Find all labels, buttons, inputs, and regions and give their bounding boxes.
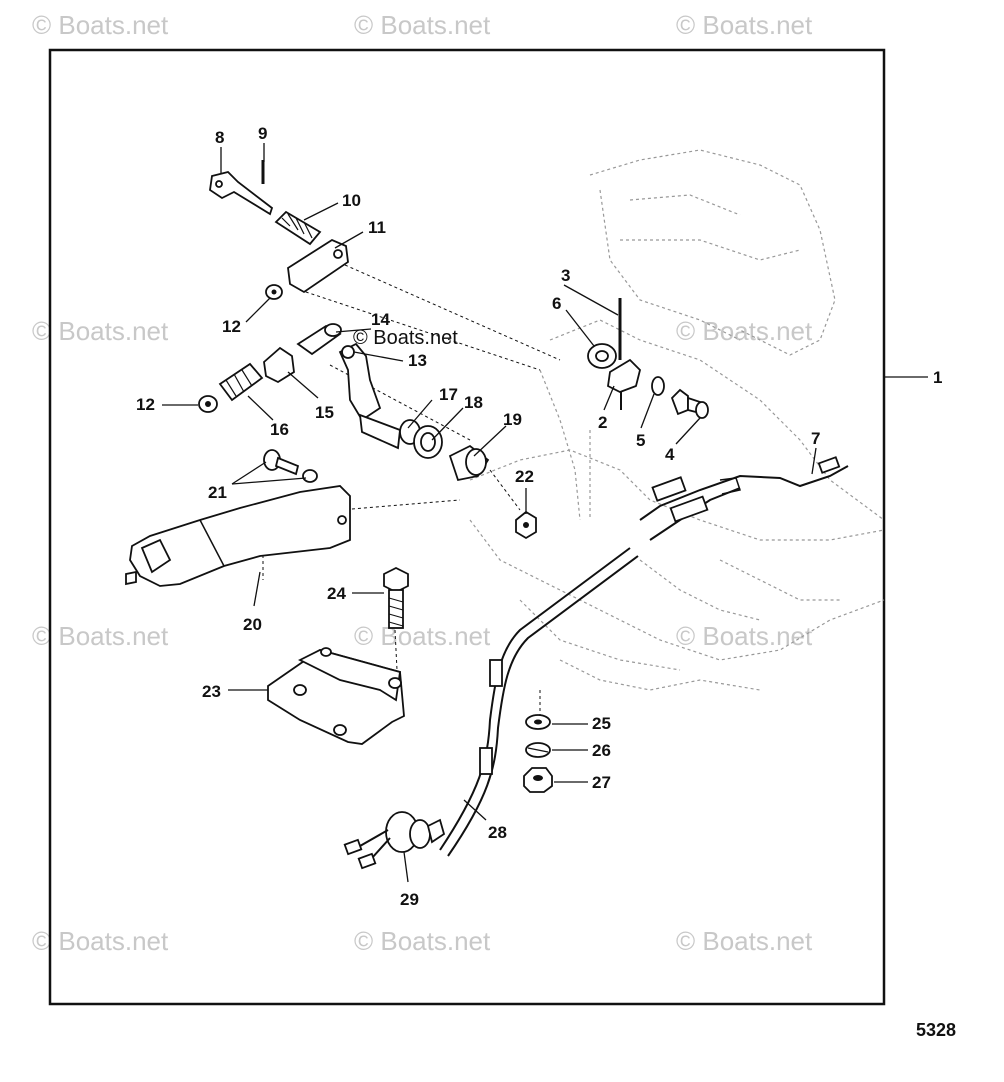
part-10-spring	[274, 210, 322, 246]
callout-20: 20	[243, 615, 262, 634]
callout-26: 26	[592, 741, 611, 760]
part-22-nut	[515, 510, 537, 540]
callout-10: 10	[342, 191, 361, 210]
leader-lines	[162, 143, 928, 883]
callout-15: 15	[315, 403, 334, 422]
callout-19: 19	[503, 410, 522, 429]
part-24-bolt	[383, 566, 409, 629]
part-27-nut	[523, 767, 553, 793]
diagram-frame	[48, 48, 886, 1006]
callout-14: 14	[371, 310, 390, 329]
callout-11: 11	[368, 218, 386, 237]
callout-4: 4	[665, 445, 675, 464]
callout-16: 16	[270, 420, 289, 439]
callout-23: 23	[202, 682, 221, 701]
figure-number: 5328	[916, 1020, 956, 1040]
engine-ghost-outline	[469, 149, 885, 691]
part-14-bushing	[296, 323, 342, 356]
watermark: © Boats.net	[676, 621, 813, 651]
part-19-bushing	[448, 444, 490, 482]
watermarks: © Boats.net © Boats.net © Boats.net © Bo…	[32, 10, 813, 956]
callout-1: 1	[933, 368, 942, 387]
callout-13: 13	[408, 351, 427, 370]
part-2-switch	[607, 358, 641, 410]
part-20-bracket	[125, 485, 351, 587]
part-13-shift-lever	[338, 342, 401, 450]
part-16-spring	[218, 362, 264, 402]
callout-28: 28	[488, 823, 507, 842]
callout-2: 2	[598, 413, 607, 432]
part-26-lockwasher	[525, 742, 551, 758]
callout-22: 22	[515, 467, 534, 486]
callout-27: 27	[592, 773, 611, 792]
part-11-clevis	[287, 238, 349, 294]
part-5-washer	[651, 376, 665, 396]
callout-24: 24	[327, 584, 346, 603]
callout-17: 17	[439, 385, 458, 404]
callout-21: 21	[208, 483, 227, 502]
part-29-connector	[343, 811, 446, 870]
watermark: © Boats.net	[676, 926, 813, 956]
watermark: © Boats.net	[32, 621, 169, 651]
watermark: © Boats.net	[354, 10, 491, 40]
watermark: © Boats.net	[676, 316, 813, 346]
part-18-seal	[413, 425, 443, 459]
callout-12-second: 12	[136, 395, 155, 414]
callout-18: 18	[464, 393, 483, 412]
part-7-harness	[639, 456, 849, 541]
callout-3: 3	[561, 266, 570, 285]
part-23-mounting-plate	[267, 647, 405, 745]
callout-25: 25	[592, 714, 611, 733]
callout-labels: 1 2 3 4 5 6 7 8 9 10 11 12 12 13 14 15 1…	[136, 124, 942, 909]
callout-29: 29	[400, 890, 419, 909]
watermark: © Boats.net	[32, 10, 169, 40]
watermark: © Boats.net	[354, 621, 491, 651]
part-28-cable	[439, 547, 639, 857]
callout-5: 5	[636, 431, 645, 450]
part-4-screw	[670, 388, 709, 419]
watermark: © Boats.net	[32, 926, 169, 956]
watermark-inline: © Boats.net	[353, 327, 458, 349]
watermark: © Boats.net	[676, 10, 813, 40]
watermark: © Boats.net	[354, 926, 491, 956]
part-25-washer	[525, 714, 551, 730]
watermark: © Boats.net	[32, 316, 169, 346]
callout-8: 8	[215, 128, 224, 147]
callout-12: 12	[222, 317, 241, 336]
callout-6: 6	[552, 294, 561, 313]
callout-7: 7	[811, 429, 820, 448]
callout-9: 9	[258, 124, 267, 143]
part-15-bushing	[263, 346, 295, 384]
part-6-spacer	[587, 343, 617, 369]
part-21-screw	[263, 449, 318, 483]
part-8-clevis-rod	[209, 171, 274, 216]
